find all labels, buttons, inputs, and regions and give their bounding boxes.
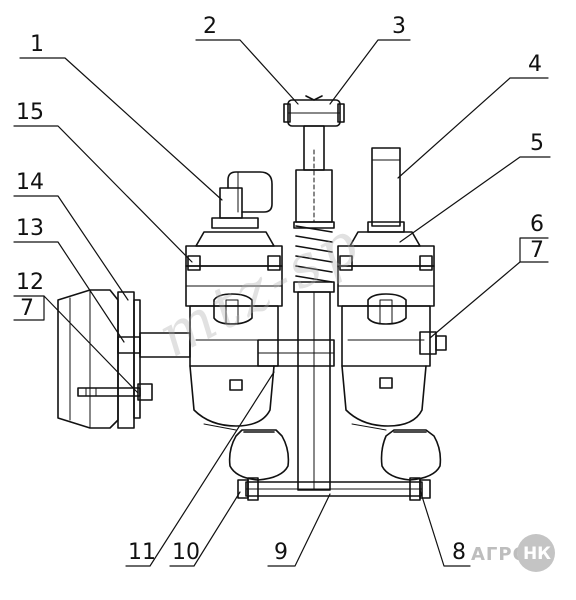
label-15: 15 — [16, 100, 44, 125]
motor-housing — [57, 289, 191, 429]
label-13: 13 — [16, 216, 44, 241]
label-7-left: 7 — [20, 296, 34, 321]
label-5: 5 — [530, 131, 544, 156]
label-6: 6 — [530, 212, 544, 237]
watermark-logo-text: НК — [522, 544, 552, 564]
central-shaft — [257, 95, 345, 491]
right-pump — [337, 147, 447, 481]
label-3: 3 — [392, 14, 406, 39]
label-1: 1 — [30, 32, 44, 57]
leader-lines — [13, 39, 551, 567]
label-11: 11 — [128, 540, 156, 565]
label-12: 12 — [16, 270, 44, 295]
label-14: 14 — [16, 170, 44, 195]
label-2: 2 — [203, 14, 217, 39]
bottom-crossbar — [237, 477, 431, 501]
watermark-text: АГРО — [471, 544, 529, 565]
label-9: 9 — [274, 540, 288, 565]
label-7-right: 7 — [530, 238, 544, 263]
watermark-logo — [517, 534, 555, 572]
label-8: 8 — [452, 540, 466, 565]
label-10: 10 — [172, 540, 200, 565]
label-4: 4 — [528, 52, 542, 77]
